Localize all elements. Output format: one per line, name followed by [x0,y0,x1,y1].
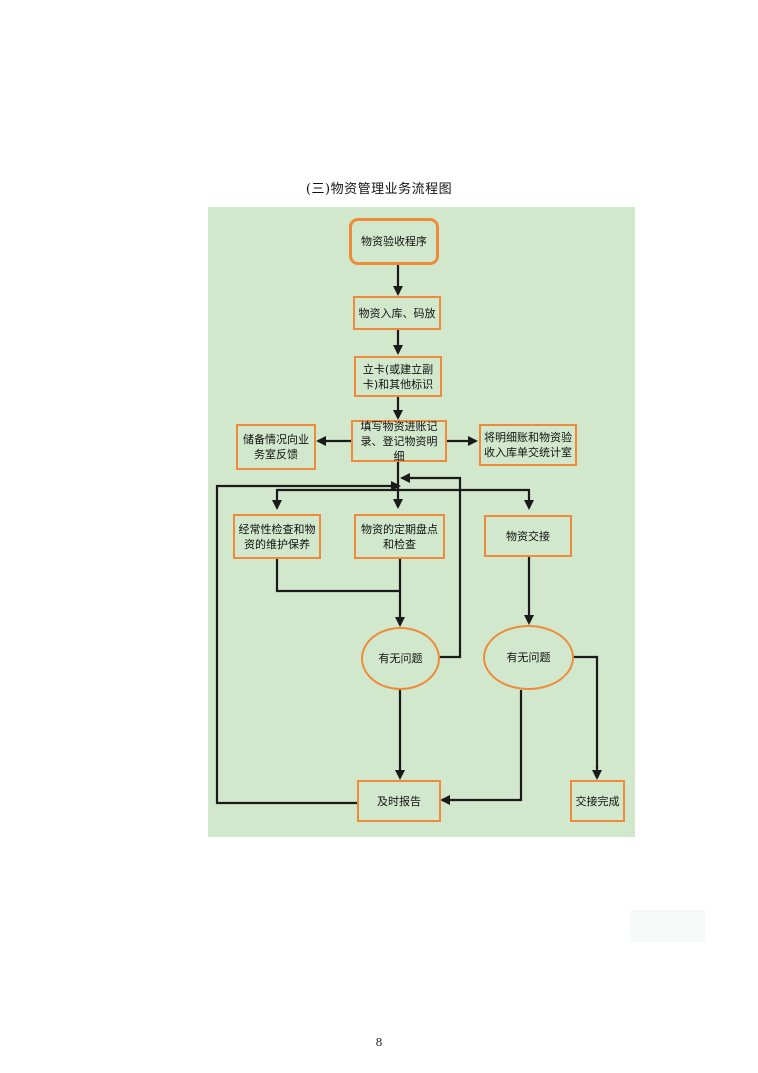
node-feedback: 储备情况向业务室反馈 [236,424,316,470]
node-handover: 物资交接 [484,515,572,557]
arrow-issue2-done [573,655,599,768]
branch-bar [275,488,531,507]
page-title: (三)物资管理业务流程图 [305,182,453,197]
node-transfer-detail: 将明细账和物资验收入库单交统计室 [479,424,577,466]
node-report: 及时报告 [357,780,441,822]
merge-routine [275,559,400,593]
scan-smudge [630,910,705,942]
node-issue-check-2: 有无问题 [483,625,574,690]
node-handover-done: 交接完成 [570,780,625,822]
loop-report-back [215,484,392,805]
node-receive: 物资验收程序 [349,218,439,265]
node-card: 立卡(或建立副卡)和其他标识 [354,356,442,397]
loop-issue1-back [411,476,462,659]
node-issue-check-1: 有无问题 [361,627,440,690]
page-number: 8 [375,1036,383,1049]
node-ledger: 填写物资进账记录、登记物资明细 [351,420,447,463]
node-storage: 物资入库、码放 [353,296,441,330]
node-routine-check: 经常性检查和物资的维护保养 [233,514,321,559]
node-periodic-check: 物资的定期盘点和检查 [354,514,445,559]
arrow-issue2-report [452,690,523,802]
